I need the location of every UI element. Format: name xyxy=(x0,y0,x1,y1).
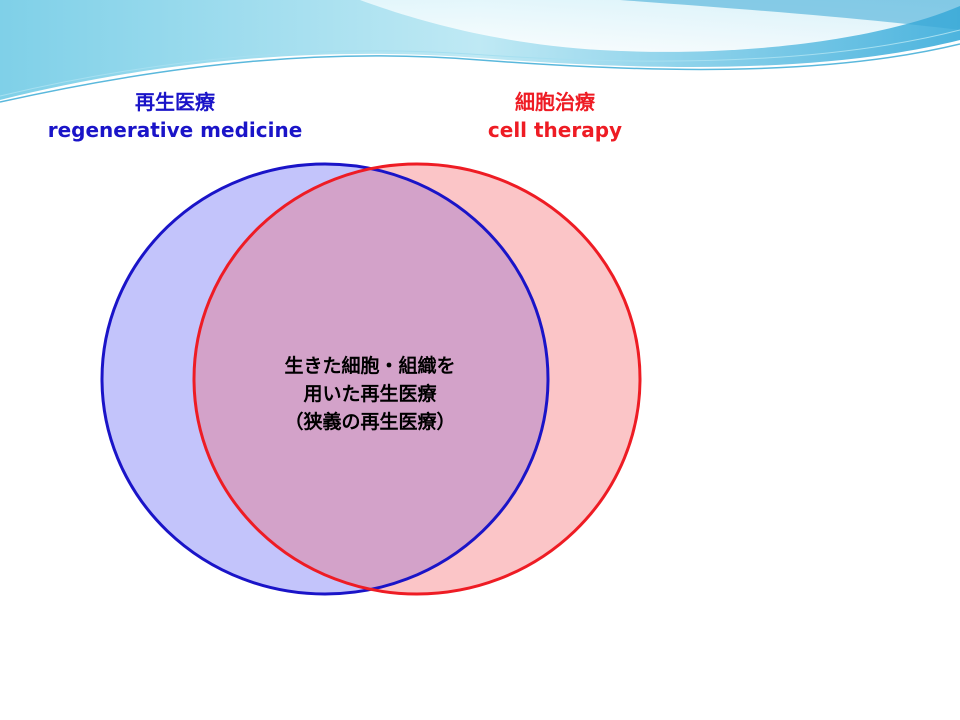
overlap-label: 生きた細胞・組織を 用いた再生医療 （狭義の再生医療） xyxy=(220,352,520,436)
left-set-title-ja: 再生医療 xyxy=(135,90,215,114)
overlap-line-3: （狭義の再生医療） xyxy=(284,411,456,433)
left-set-label: 再生医療 regenerative medicine xyxy=(40,88,310,144)
banner-wave-line-2 xyxy=(0,29,960,97)
left-set-title-en: regenerative medicine xyxy=(47,118,303,142)
right-set-outline xyxy=(192,162,642,596)
overlap-line-2: 用いた再生医療 xyxy=(303,383,437,405)
right-set-title-ja: 細胞治療 xyxy=(515,90,595,114)
right-set-title-en: cell therapy xyxy=(487,118,623,142)
overlap-line-1: 生きた細胞・組織を xyxy=(284,355,456,377)
banner-wave-line xyxy=(0,43,960,103)
banner-wave-accent xyxy=(620,0,960,30)
right-set-label: 細胞治療 cell therapy xyxy=(440,88,670,144)
header-wave-banner xyxy=(0,0,960,103)
left-set-outline xyxy=(100,162,550,596)
